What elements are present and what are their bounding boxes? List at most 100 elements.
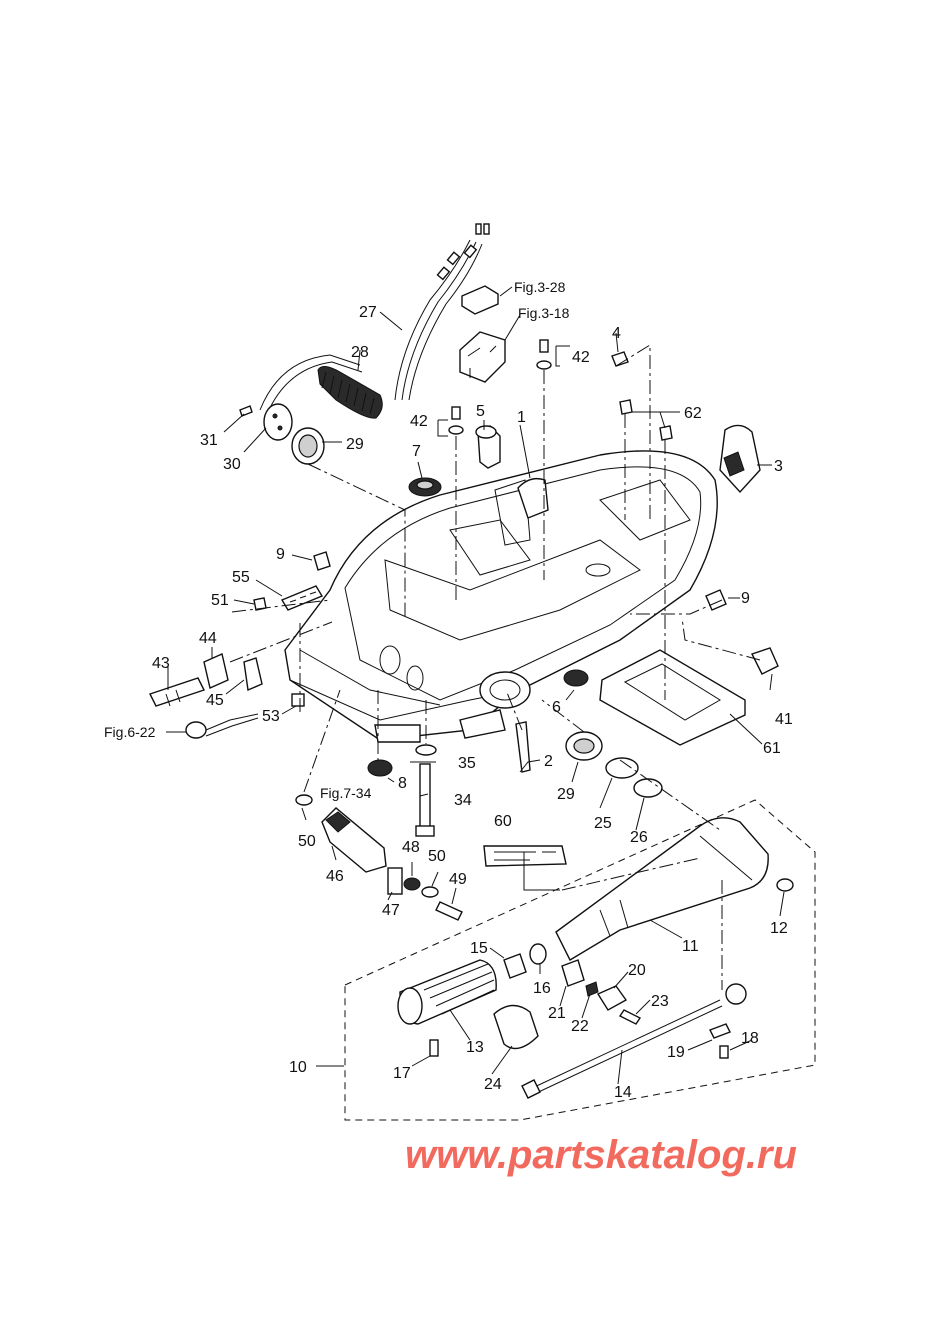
seal-25 xyxy=(605,757,639,779)
washer-48 xyxy=(403,877,421,891)
callout-41: 41 xyxy=(775,711,793,728)
callout-12: 12 xyxy=(770,920,788,937)
callout-11: 11 xyxy=(682,938,699,955)
grommet-29b xyxy=(565,731,603,761)
callout-4: 4 xyxy=(612,325,621,342)
washer-50b xyxy=(421,886,439,898)
callout-9b: 9 xyxy=(741,590,750,607)
grommet-9a xyxy=(313,551,331,571)
callout-15: 15 xyxy=(470,940,488,957)
callout-24: 24 xyxy=(484,1076,502,1093)
callout-51: 51 xyxy=(211,592,229,609)
figure-references: Fig.3-28 Fig.3-18 Fig.6-22 Fig.7-34 xyxy=(104,279,570,801)
throttle-cover-24 xyxy=(493,1004,539,1050)
callout-50b: 50 xyxy=(428,848,446,865)
callout-19: 19 xyxy=(667,1044,685,1061)
callout-34: 34 xyxy=(454,792,472,809)
grommet-7 xyxy=(408,477,442,497)
watermark: www.partskatalog.ru xyxy=(405,1133,797,1177)
callout-5: 5 xyxy=(476,403,485,420)
knob-21 xyxy=(561,959,585,987)
washer-50a xyxy=(295,794,313,806)
callout-43: 43 xyxy=(152,655,170,672)
callout-53: 53 xyxy=(262,708,280,725)
callout-35: 35 xyxy=(458,755,476,772)
callout-61: 61 xyxy=(763,740,781,757)
callout-9a: 9 xyxy=(276,546,285,563)
tiller-group-boundary xyxy=(344,799,816,1121)
bottom-cowling xyxy=(284,450,718,743)
callout-60: 60 xyxy=(494,813,512,830)
callout-10: 10 xyxy=(289,1059,307,1076)
bolt-2 xyxy=(515,721,531,773)
cap-15 xyxy=(503,953,527,979)
seal-45 xyxy=(243,657,263,692)
callout-30: 30 xyxy=(223,456,241,473)
decal-55 xyxy=(280,585,324,611)
label-60 xyxy=(483,845,567,867)
callout-45: 45 xyxy=(206,692,224,709)
callout-3: 3 xyxy=(774,458,783,475)
callout-31: 31 xyxy=(200,432,218,449)
callout-1: 1 xyxy=(517,409,526,426)
switch-assembly xyxy=(459,285,506,383)
callout-20: 20 xyxy=(628,962,646,979)
grommet-8 xyxy=(367,759,393,777)
ref-fig-6-22: Fig.6-22 xyxy=(104,724,156,740)
ring-26 xyxy=(633,778,663,798)
clamp-3 xyxy=(719,424,761,494)
callout-2: 2 xyxy=(544,753,553,770)
bolt-42b xyxy=(536,339,552,370)
plug-41 xyxy=(751,647,779,675)
grommet-29a xyxy=(291,427,325,465)
callout-13: 13 xyxy=(466,1039,484,1056)
callout-29a: 29 xyxy=(346,436,364,453)
ring-16 xyxy=(529,943,547,965)
callout-27: 27 xyxy=(359,304,377,321)
pin-19 xyxy=(709,1023,731,1039)
callout-26: 26 xyxy=(630,829,648,846)
callout-29b: 29 xyxy=(557,786,575,803)
plate-53 xyxy=(291,693,305,707)
bolt-34 xyxy=(415,763,435,837)
callout-62: 62 xyxy=(684,405,702,422)
lever-46 xyxy=(321,807,387,873)
bolt-42a xyxy=(448,406,464,435)
nut-22 xyxy=(585,981,599,997)
bracket-20 xyxy=(596,985,628,1011)
collar-47 xyxy=(387,867,403,895)
callout-25: 25 xyxy=(594,815,612,832)
callout-22: 22 xyxy=(571,1018,589,1035)
callout-49: 49 xyxy=(449,871,467,888)
callout-46: 46 xyxy=(326,868,344,885)
cap-12 xyxy=(776,878,794,892)
tiller-arm-11 xyxy=(555,817,769,961)
callout-7: 7 xyxy=(412,443,421,460)
bolts-62 xyxy=(619,399,673,441)
callout-labels: 1 2 3 4 5 6 7 8 9 9 10 11 12 13 14 15 16… xyxy=(152,304,793,1101)
bolt-4 xyxy=(611,351,629,367)
callout-42b: 42 xyxy=(572,349,590,366)
callout-55: 55 xyxy=(232,569,250,586)
callout-16: 16 xyxy=(533,980,551,997)
holder-44 xyxy=(203,653,229,689)
grip-13 xyxy=(397,959,497,1025)
callout-23: 23 xyxy=(651,993,669,1010)
callout-50a: 50 xyxy=(298,833,316,850)
wiring-harness xyxy=(259,223,490,419)
callout-14: 14 xyxy=(614,1084,632,1101)
callout-18: 18 xyxy=(741,1030,759,1047)
bushing-5 xyxy=(475,425,501,469)
washer-35 xyxy=(415,744,437,756)
shaft-14 xyxy=(521,983,747,1099)
callout-48: 48 xyxy=(402,839,420,856)
callout-8: 8 xyxy=(398,775,407,792)
choke-rod xyxy=(185,713,259,739)
ref-fig-3-18: Fig.3-18 xyxy=(518,305,570,321)
callout-44: 44 xyxy=(199,630,217,647)
callout-17: 17 xyxy=(393,1065,411,1082)
callout-28: 28 xyxy=(351,344,369,361)
callout-6: 6 xyxy=(552,699,561,716)
ref-fig-3-28: Fig.3-28 xyxy=(514,279,566,295)
